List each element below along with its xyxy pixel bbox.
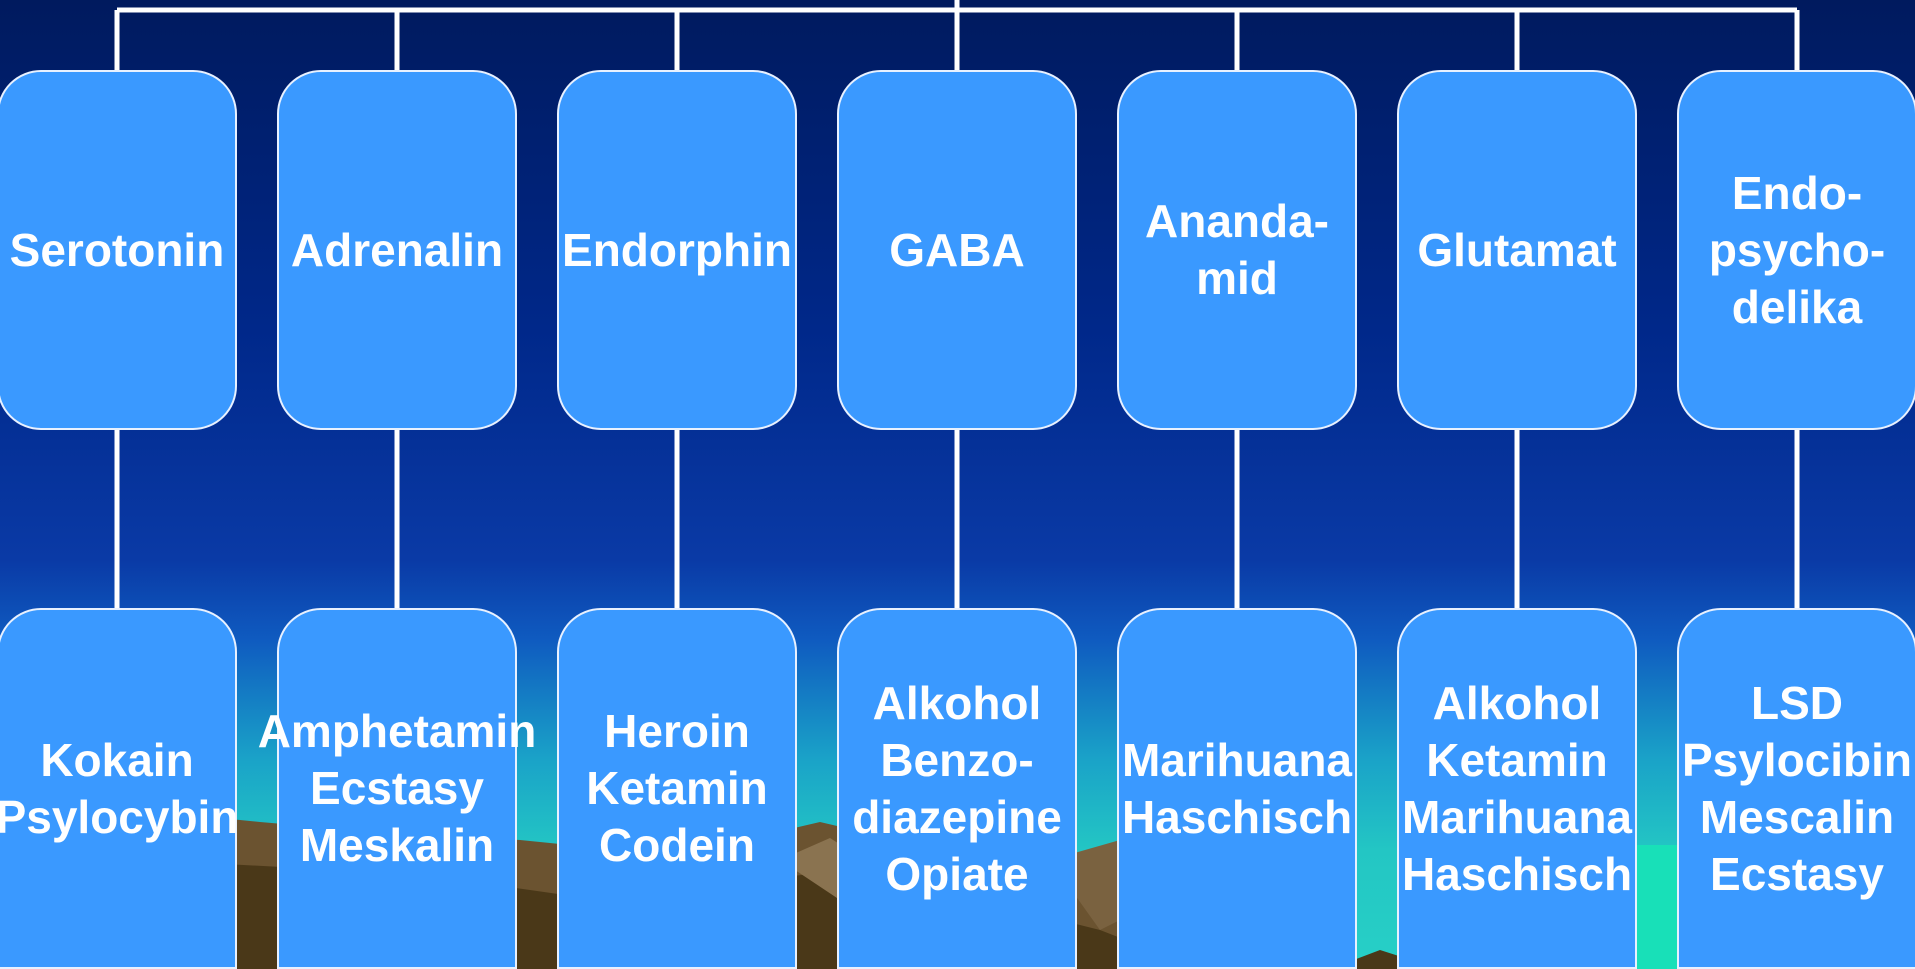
neurotransmitter-label: GABA	[889, 223, 1025, 276]
neurotransmitter-box: Ananda- mid	[1117, 70, 1357, 430]
substance-box: Alkohol Ketamin Marihuana Haschisch	[1397, 608, 1637, 969]
neurotransmitter-label: Endo- psycho- delika	[1708, 166, 1886, 333]
neurotransmitter-box: Serotonin	[0, 70, 237, 430]
substance-box: Heroin Ketamin Codein	[557, 608, 797, 969]
substance-box: Kokain Psylocybin	[0, 608, 239, 969]
neurotransmitter-box: Glutamat	[1397, 70, 1637, 430]
substance-list: Alkohol Ketamin Marihuana Haschisch	[1401, 676, 1633, 900]
neurotransmitter-label: Adrenalin	[290, 223, 504, 276]
substance-box: Marihuana Haschisch	[1117, 608, 1357, 969]
neurotransmitter-box: GABA	[837, 70, 1077, 430]
substance-box: Alkohol Benzo- diazepine Opiate	[837, 608, 1077, 969]
neurotransmitter-label: Ananda- mid	[1145, 195, 1329, 304]
substance-list: Amphetamin Ecstasy Meskalin	[257, 705, 537, 871]
neurotransmitter-box: Endo- psycho- delika	[1677, 70, 1915, 430]
neurotransmitter-label: Endorphin	[562, 223, 792, 276]
neurotransmitter-box: Endorphin	[557, 70, 797, 430]
substance-list: Marihuana Haschisch	[1121, 733, 1353, 843]
substance-box: Amphetamin Ecstasy Meskalin	[258, 608, 536, 969]
neurotransmitter-label: Glutamat	[1417, 223, 1617, 276]
neurotransmitter-label: Serotonin	[9, 223, 225, 276]
substance-list: Kokain Psylocybin	[0, 733, 239, 843]
substance-list: LSD Psylocibin Mescalin Ecstasy	[1681, 676, 1913, 900]
substance-box: LSD Psylocibin Mescalin Ecstasy	[1677, 608, 1915, 969]
neurotransmitter-box: Adrenalin	[277, 70, 517, 430]
substance-list: Alkohol Benzo- diazepine Opiate	[852, 676, 1062, 900]
substance-list: Heroin Ketamin Codein	[586, 705, 768, 871]
